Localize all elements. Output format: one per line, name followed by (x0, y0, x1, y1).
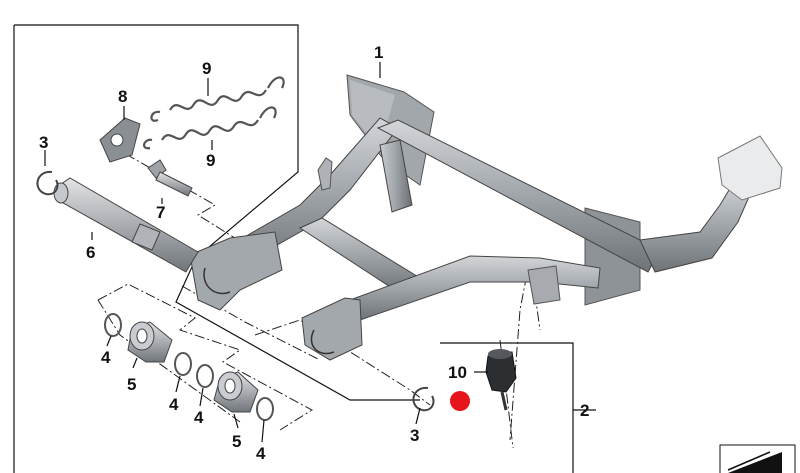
leader-lines (44, 62, 488, 443)
callout-2: 2 (580, 401, 589, 420)
callout-8: 8 (118, 87, 127, 106)
callout-4-a: 4 (101, 348, 111, 367)
catalog-emblem (719, 444, 796, 473)
circlip-lower (412, 386, 435, 412)
bushing-1 (127, 321, 173, 363)
callout-9-lower: 9 (206, 151, 215, 170)
callout-4-b: 4 (169, 395, 179, 414)
callout-3-lower: 3 (410, 426, 419, 445)
callout-6: 6 (86, 243, 95, 262)
callout-9-upper: 9 (202, 59, 211, 78)
callouts: 1 2 3 3 4 4 4 4 5 5 6 7 8 9 9 10 (39, 43, 589, 463)
washer-1 (104, 313, 122, 337)
callout-3-upper: 3 (39, 133, 48, 152)
washer-2 (174, 352, 192, 376)
rubber-stop (485, 349, 517, 411)
tension-spring-lower (143, 106, 277, 150)
callout-5-b: 5 (232, 432, 241, 451)
spring-bracket-plate (99, 117, 141, 163)
main-stand-frame (189, 74, 783, 361)
callout-4-d: 4 (256, 444, 266, 463)
callout-10: 10 (448, 363, 467, 382)
tension-spring-upper (150, 76, 285, 122)
callout-7: 7 (156, 203, 165, 222)
circlip-upper (36, 170, 59, 196)
axle-pin (53, 177, 199, 273)
washer-3 (196, 364, 214, 388)
bolt (147, 159, 193, 197)
callout-4-c: 4 (194, 408, 204, 427)
highlight-marker (450, 391, 470, 411)
bushing-2 (213, 371, 259, 413)
callout-5-a: 5 (127, 375, 136, 394)
kit-outline-lower (440, 342, 596, 473)
washer-4 (256, 397, 274, 421)
callout-1: 1 (374, 43, 383, 62)
